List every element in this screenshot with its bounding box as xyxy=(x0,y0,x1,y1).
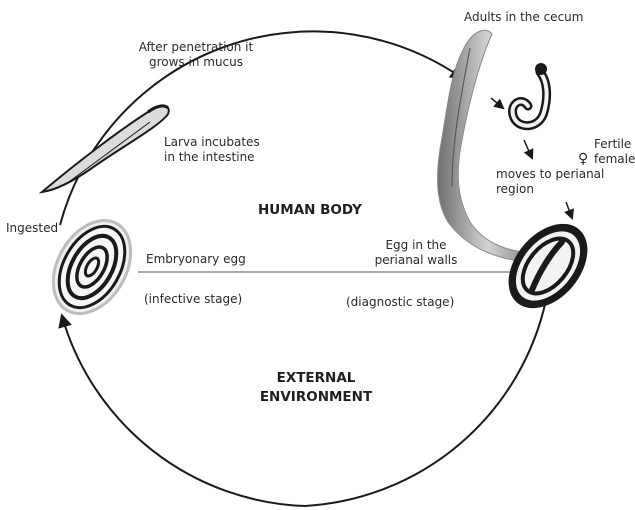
fertile-female-label: Fertile xyxy=(594,137,631,152)
external-environment-line-2: ENVIRONMENT xyxy=(236,388,396,407)
larva-incubates-line-2: in the intestine xyxy=(164,150,260,165)
fertile-female-label-2: female xyxy=(594,152,635,167)
after-penetration-label: After penetration it grows in mucus xyxy=(116,40,276,70)
larva-incubates-label: Larva incubates in the intestine xyxy=(164,135,260,165)
perianal-egg-icon xyxy=(493,209,604,324)
fertile-female-line-1: Fertile xyxy=(594,137,631,152)
infective-stage-label: (infective stage) xyxy=(144,292,242,307)
arc-to-ingested xyxy=(62,316,305,506)
external-environment-label: EXTERNAL ENVIRONMENT xyxy=(236,369,396,407)
diagnostic-stage-label: (diagnostic stage) xyxy=(346,295,454,310)
ingested-label: Ingested xyxy=(6,221,58,236)
fertile-female-icon xyxy=(513,63,547,126)
moves-perianal-line-2: region xyxy=(496,182,604,197)
female-symbol: ♀ xyxy=(578,152,588,167)
adult-worm-icon xyxy=(437,30,538,262)
egg-perianal-line-1: Egg in the xyxy=(356,238,476,253)
human-body-label: HUMAN BODY xyxy=(258,203,362,218)
moves-perianal-line-1: moves to perianal xyxy=(496,167,604,182)
egg-perianal-label: Egg in the perianal walls xyxy=(356,238,476,268)
egg-perianal-line-2: perianal walls xyxy=(356,253,476,268)
external-environment-line-1: EXTERNAL xyxy=(236,369,396,388)
arrow-female-down xyxy=(524,140,532,158)
arrow-to-female xyxy=(491,98,503,108)
moves-perianal-label: moves to perianal region xyxy=(496,167,604,197)
arrow-to-perianal-egg xyxy=(566,202,572,218)
larva-incubates-line-1: Larva incubates xyxy=(164,135,260,150)
after-penetration-line-1: After penetration it xyxy=(116,40,276,55)
adults-cecum-label: Adults in the cecum xyxy=(464,10,583,25)
larva-icon xyxy=(42,106,169,192)
after-penetration-line-2: grows in mucus xyxy=(116,55,276,70)
embryonary-egg-label: Embryonary egg xyxy=(146,252,246,267)
fertile-female-line-2: female xyxy=(594,152,635,167)
